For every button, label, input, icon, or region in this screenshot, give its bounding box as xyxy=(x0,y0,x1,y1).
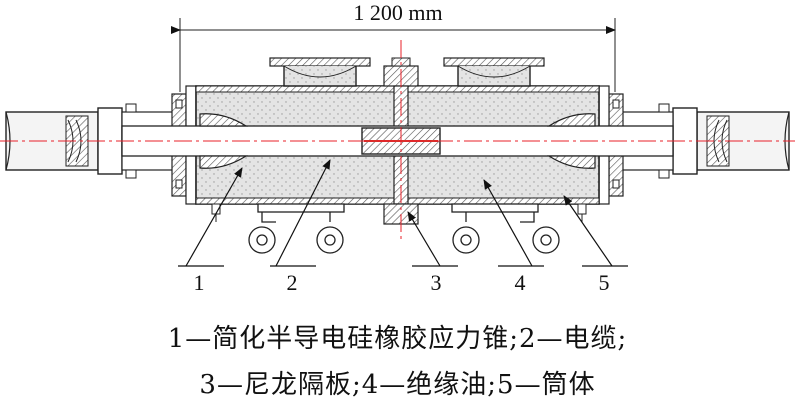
callout-3: 3 xyxy=(431,270,442,295)
top-ports xyxy=(269,57,545,87)
bolts xyxy=(175,99,620,222)
castor-wheels xyxy=(248,203,560,254)
callout-numbers: 1 2 3 4 5 xyxy=(194,270,610,295)
callout-4: 4 xyxy=(515,270,526,295)
callout-5: 5 xyxy=(599,270,610,295)
legend-line-1: 1—简化半导电硅橡胶应力锥;2—电缆; xyxy=(167,324,628,354)
dimension-annotation: 1 200 mm xyxy=(171,0,616,92)
leader-lines xyxy=(178,159,628,267)
callout-1: 1 xyxy=(194,270,205,295)
callout-2: 2 xyxy=(287,270,298,295)
dimension-label: 1 200 mm xyxy=(353,0,442,25)
stress-cones xyxy=(199,113,596,169)
legend-line-2: 3—尼龙隔板;4—绝缘油;5—筒体 xyxy=(199,370,596,400)
cable-termination-diagram: 1 200 mm xyxy=(0,0,795,295)
centerlines xyxy=(0,40,795,240)
